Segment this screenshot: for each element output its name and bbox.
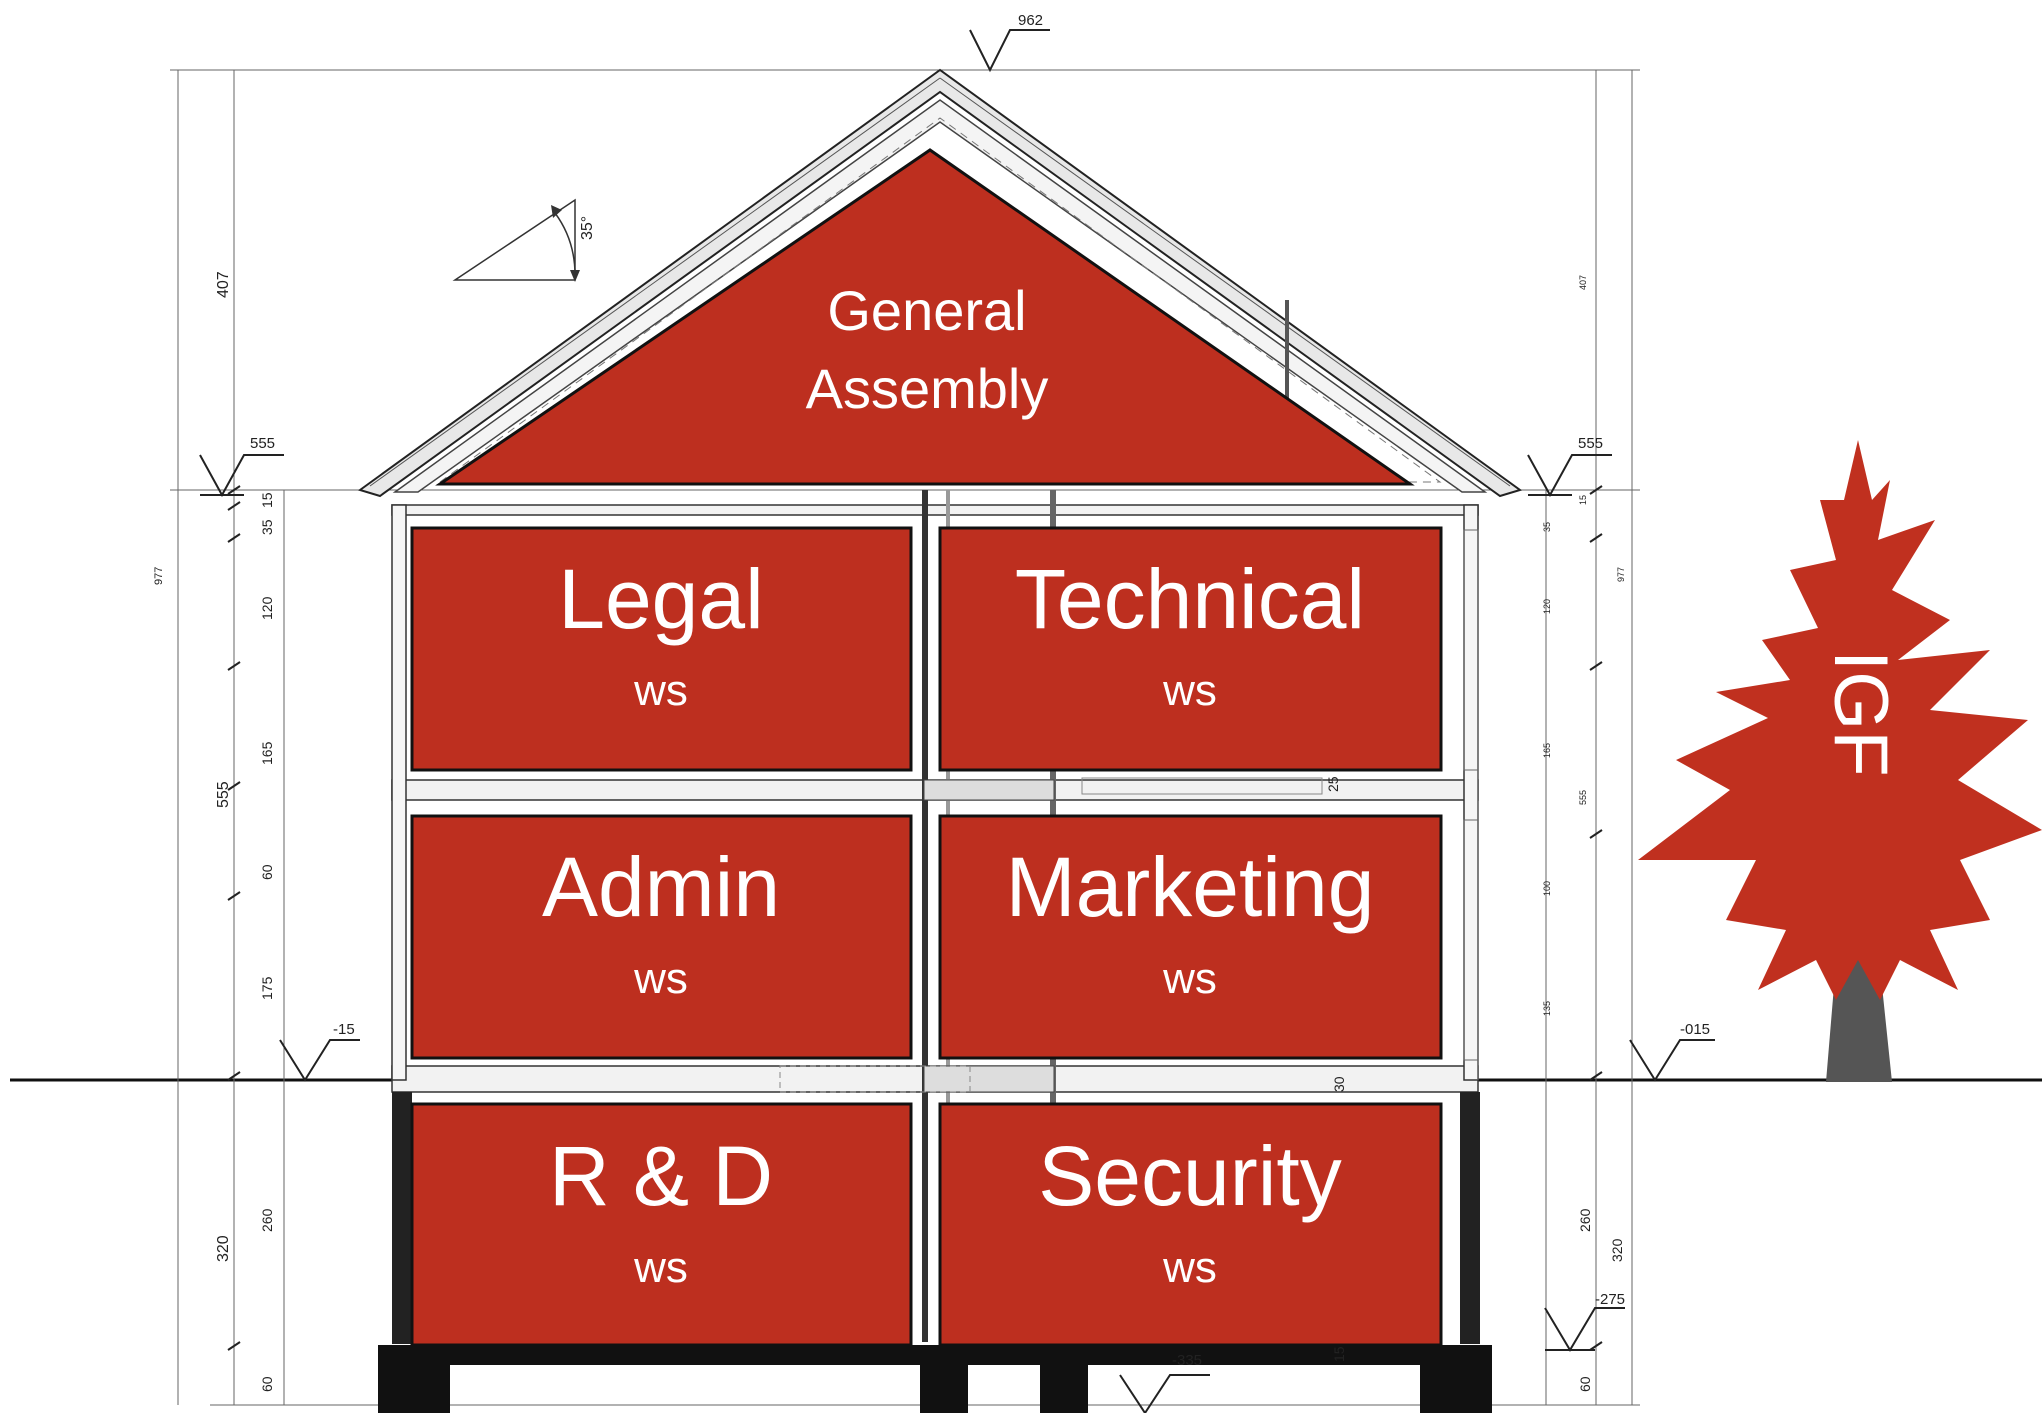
room-security-subtitle: ws	[1162, 1243, 1217, 1292]
room-security-box	[938, 1102, 1443, 1347]
slab-label-foundation: 15	[1331, 1346, 1347, 1362]
dim-right-60: 60	[1577, 1376, 1593, 1392]
dim-left-upper: 555	[215, 781, 232, 808]
dim-right-120: 120	[1542, 599, 1552, 614]
room-technical-title: Technical	[1015, 552, 1365, 646]
room-rnd-subtitle: ws	[633, 1243, 688, 1292]
foundation	[378, 1345, 1492, 1413]
elevation-marker-eave-left: 555	[199, 435, 284, 498]
room-admin[interactable]: Admin ws	[410, 814, 913, 1060]
room-technical-box	[938, 526, 1443, 772]
slab-label-upper: 25	[1325, 776, 1341, 792]
dim-left-35: 35	[259, 519, 275, 535]
dimensions-right: 407 977 555 15 35 120 165 100 135 260 32…	[1542, 275, 1626, 1392]
dim-right-35: 35	[1542, 522, 1552, 532]
tree-label: IGF	[1818, 650, 1903, 777]
elevation-basement-label: -275	[1595, 1291, 1625, 1308]
room-legal-title: Legal	[558, 552, 764, 646]
dimension-ticks	[227, 485, 1603, 1351]
dim-left-15: 15	[259, 492, 275, 508]
elevation-eave-right-label: 555	[1578, 435, 1603, 452]
dim-right-260: 260	[1577, 1208, 1593, 1232]
room-marketing-title: Marketing	[1006, 840, 1375, 934]
room-marketing-box	[938, 814, 1443, 1060]
room-general-assembly-title-line2: Assembly	[806, 357, 1049, 420]
elevation-marker-ground-left: -15	[279, 1021, 360, 1082]
roof-angle-label: 35°	[579, 216, 596, 240]
room-admin-subtitle: ws	[633, 954, 688, 1003]
dim-right-total: 977	[1616, 567, 1626, 582]
elevation-ridge-label: 962	[1018, 12, 1043, 29]
dimensions-left: 977 407 555 320 15 35 120 165 60 175 260…	[153, 271, 275, 1392]
dim-left-260: 260	[259, 1208, 275, 1232]
dim-right-basement-total: 320	[1609, 1238, 1625, 1262]
room-legal-subtitle: ws	[633, 666, 688, 715]
room-legal[interactable]: Legal ws	[410, 526, 913, 772]
dim-left-120: 120	[259, 596, 275, 620]
dim-right-upper: 555	[1578, 790, 1588, 805]
elevation-ground-left-label: -15	[333, 1021, 355, 1038]
room-technical[interactable]: Technical ws	[938, 526, 1443, 772]
dim-right-165: 165	[1542, 743, 1552, 758]
room-marketing-subtitle: ws	[1162, 954, 1217, 1003]
dim-left-basement-total: 320	[215, 1235, 232, 1262]
dim-left-175: 175	[259, 976, 275, 1000]
elevation-foundation-label: -335	[1172, 1352, 1202, 1369]
room-legal-box	[410, 526, 913, 772]
dim-left-60b: 60	[259, 1376, 275, 1392]
room-admin-title: Admin	[542, 840, 780, 934]
tree-crown	[1638, 440, 2042, 1000]
room-technical-subtitle: ws	[1162, 666, 1217, 715]
elevation-eave-left-label: 555	[250, 435, 275, 452]
room-security[interactable]: Security ws	[938, 1102, 1443, 1347]
elevation-marker-eave-right: 555	[1527, 435, 1612, 498]
room-general-assembly[interactable]: General Assembly	[435, 148, 1415, 486]
room-security-title: Security	[1038, 1129, 1341, 1223]
dim-left-total: 977	[153, 567, 165, 585]
elevation-marker-ridge: 962	[969, 12, 1050, 73]
elevation-marker-foundation: -335	[1119, 1352, 1210, 1413]
fir-tree-icon[interactable]: IGF	[1638, 440, 2042, 1082]
dim-left-roof: 407	[215, 271, 232, 298]
dim-right-100: 100	[1542, 881, 1552, 896]
room-admin-box	[410, 814, 913, 1060]
room-rnd-title: R & D	[549, 1129, 773, 1223]
elevation-ground-right-label: -015	[1680, 1021, 1710, 1038]
slab-label-ground: 30	[1331, 1076, 1347, 1092]
elevation-marker-basement: -275	[1544, 1291, 1625, 1352]
room-general-assembly-title-line1: General	[827, 279, 1026, 342]
roof-angle-indicator: 35°	[452, 198, 596, 282]
dim-left-165: 165	[259, 741, 275, 765]
dim-right-15: 15	[1578, 495, 1588, 505]
dim-left-60: 60	[259, 864, 275, 880]
room-marketing[interactable]: Marketing ws	[938, 814, 1443, 1060]
room-rnd-box	[410, 1102, 913, 1347]
room-rnd[interactable]: R & D ws	[410, 1102, 913, 1347]
room-general-assembly-shape	[435, 148, 1415, 486]
dim-right-135: 135	[1542, 1001, 1552, 1016]
elevation-marker-ground-right: -015	[1629, 1021, 1715, 1082]
dim-right-roof: 407	[1578, 275, 1588, 290]
